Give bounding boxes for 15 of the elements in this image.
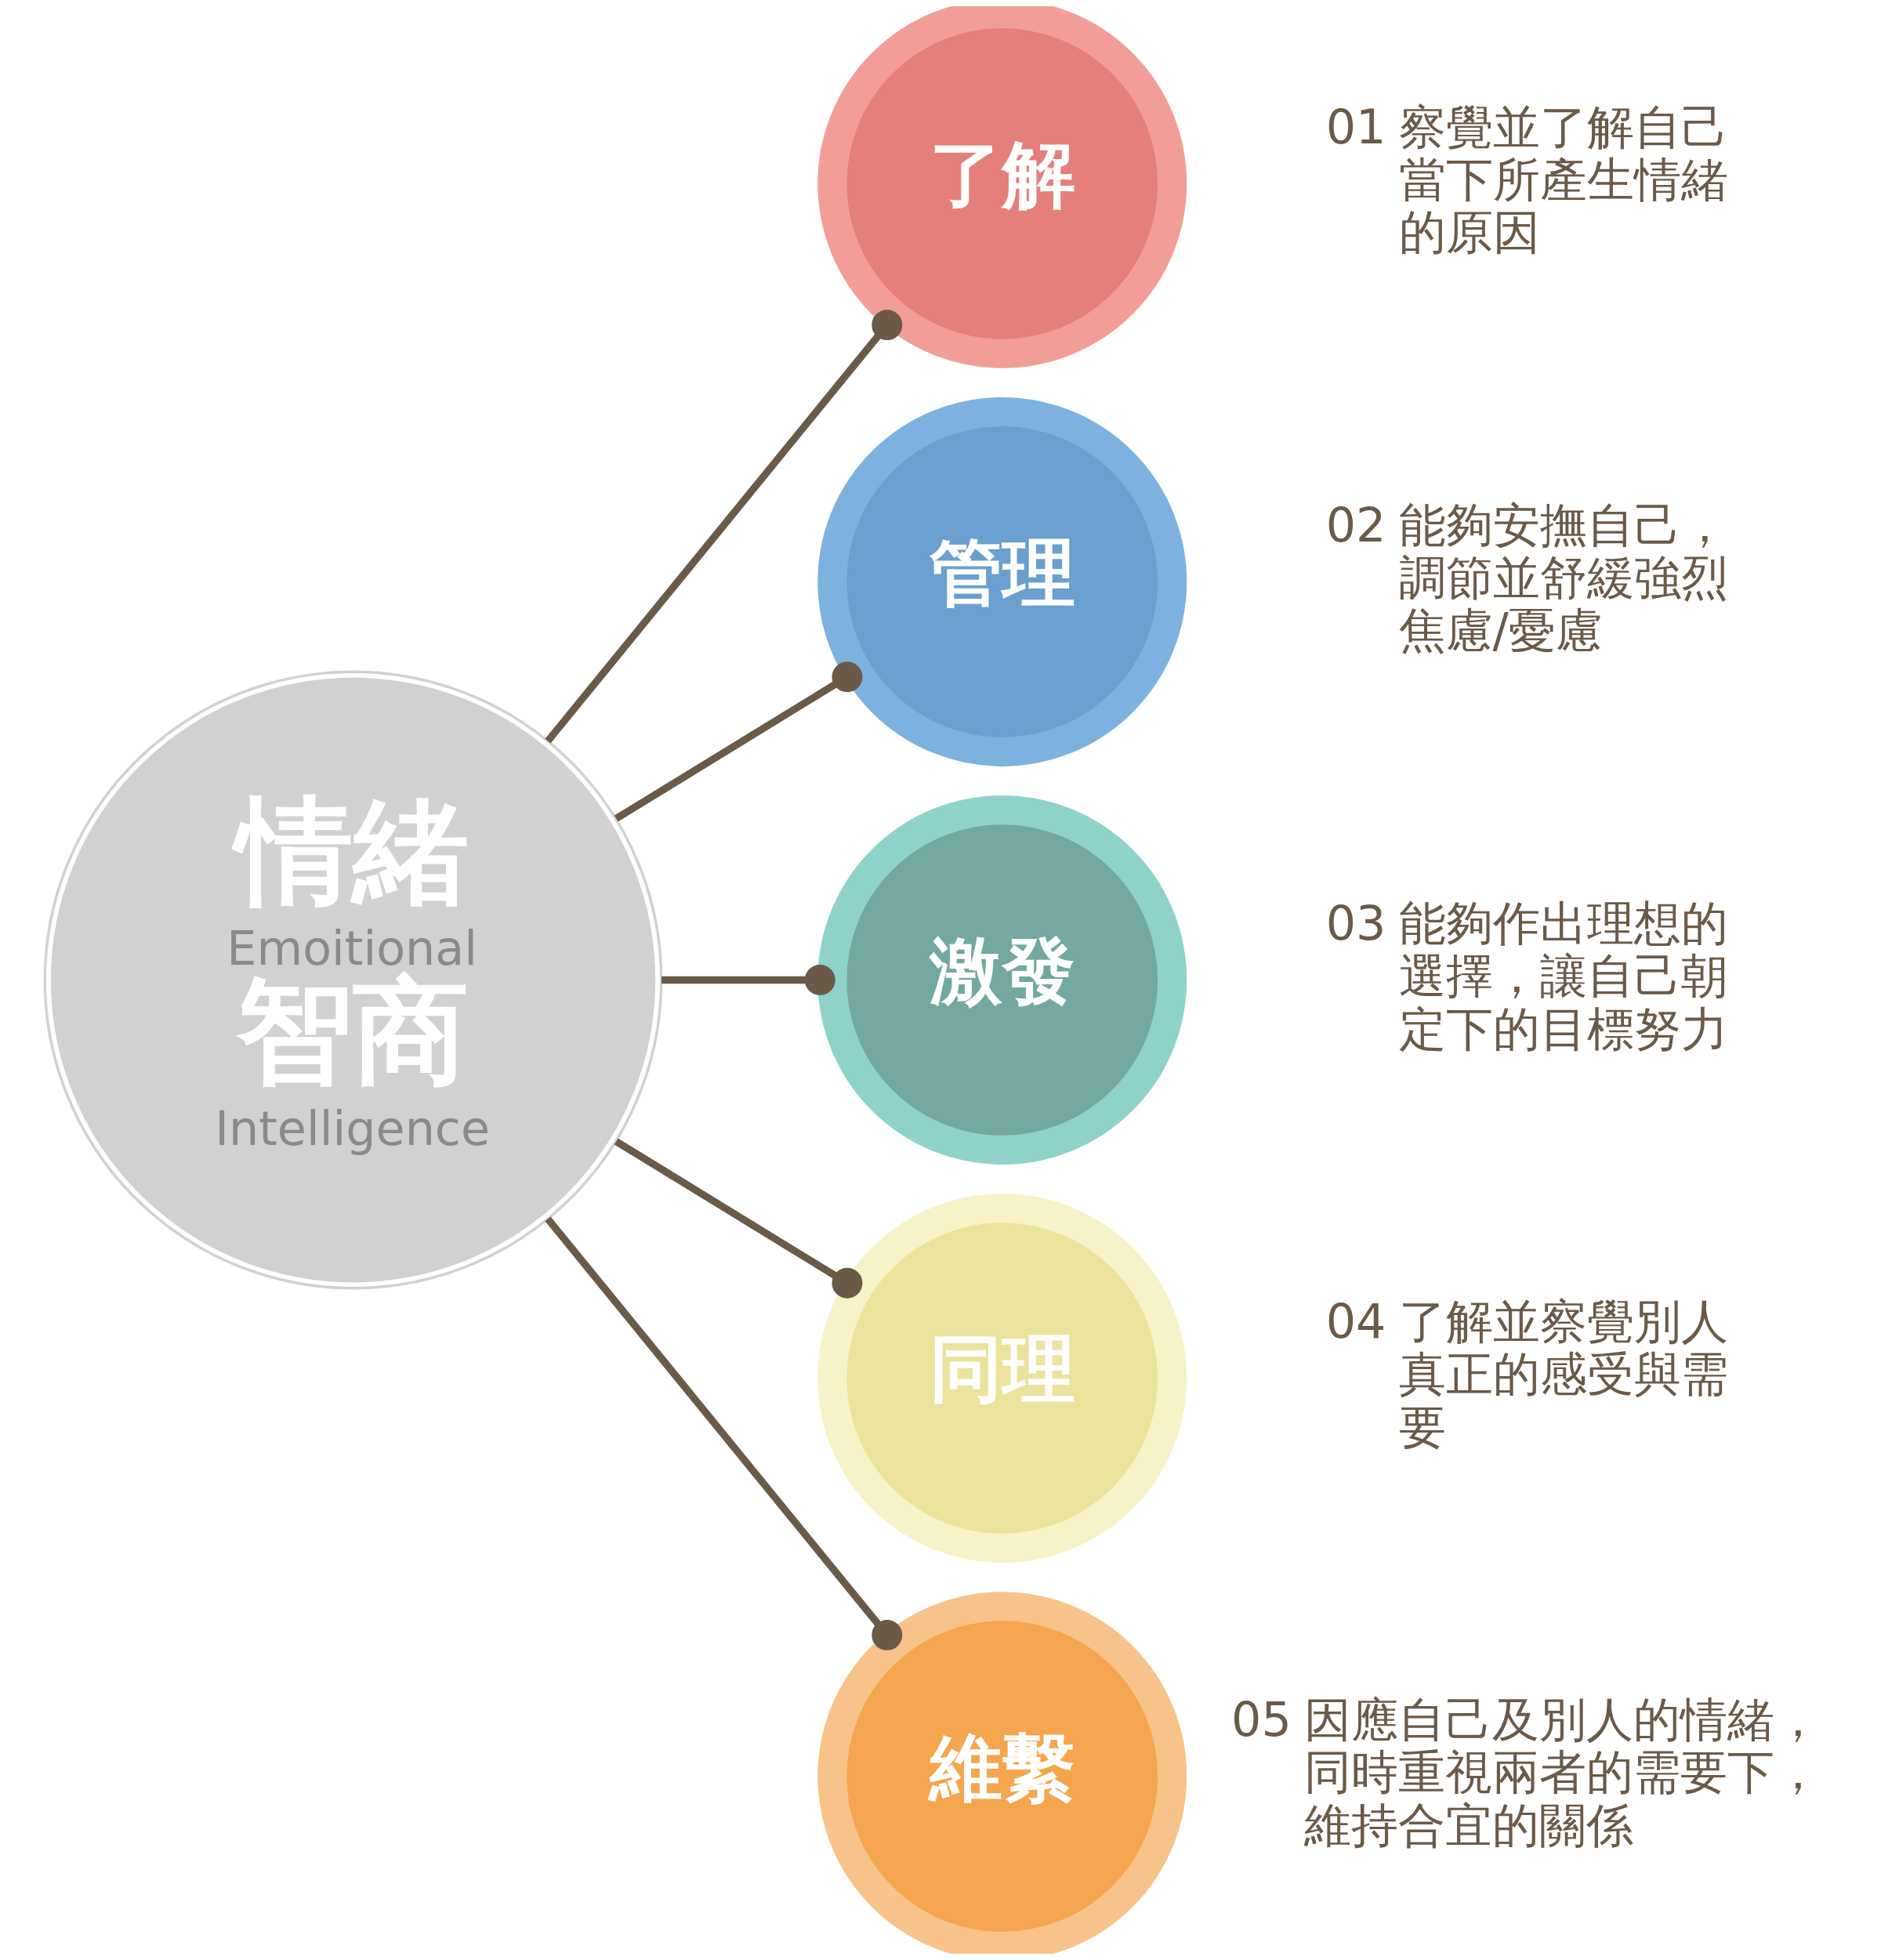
node-label: 05 因應自己及別人的情緒，同時重視兩者的需要下，維持合宜的關係 — [1231, 1692, 1821, 1853]
connector — [661, 965, 835, 995]
node-label: 04 了解並察覺別人真正的感受與需要 — [1325, 1294, 1728, 1455]
connector — [614, 1138, 863, 1299]
node-circle: 同理 — [817, 1194, 1187, 1563]
node-circle: 了解 — [817, 6, 1187, 368]
node-circle: 維繫 — [817, 1592, 1187, 1954]
connector — [545, 1216, 903, 1650]
node-label: 03 能夠作出理想的選擇，讓自己朝定下的目標努力 — [1325, 896, 1728, 1056]
node-circle: 管理 — [817, 397, 1187, 766]
connector — [545, 310, 903, 744]
node-label: 01 察覺並了解自己當下所產生情緒的原因 — [1325, 99, 1728, 260]
node-circle: 激發 — [817, 795, 1187, 1165]
connector — [614, 661, 863, 822]
node-label: 02 能夠安撫自己，調節並舒緩強烈焦慮/憂慮 — [1325, 497, 1728, 658]
